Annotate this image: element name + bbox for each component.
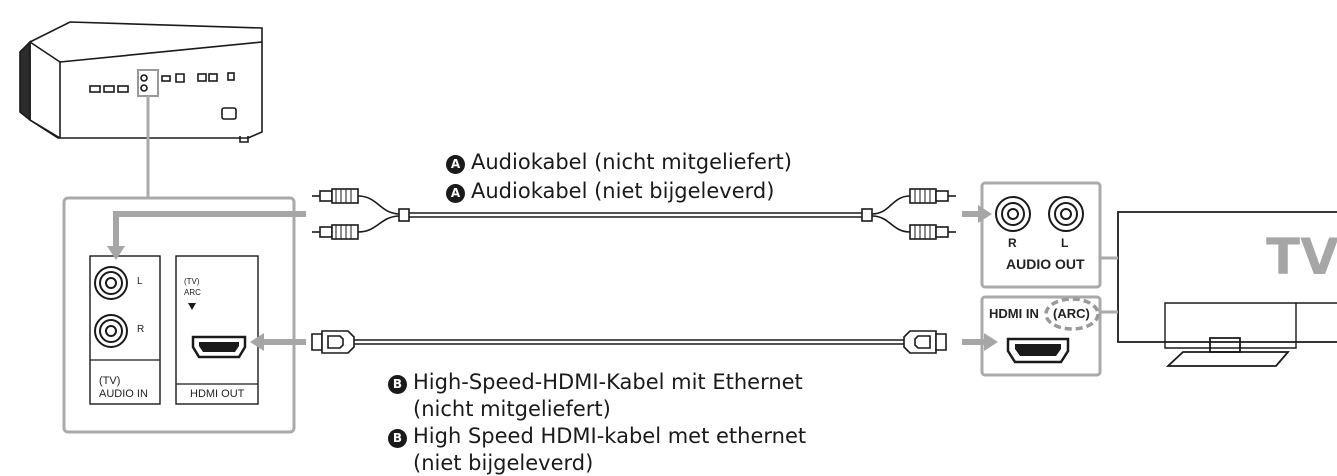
speaker-unit-illustration xyxy=(19,21,263,143)
tv-connector-lines xyxy=(1100,256,1118,314)
badge-a: A xyxy=(446,184,465,203)
badge-a: A xyxy=(446,155,465,174)
audio-in-jack-l xyxy=(94,266,128,300)
arc-highlight xyxy=(1044,297,1100,331)
caption-b-de-line2: (nicht mitgeliefert) xyxy=(413,397,611,421)
hdmi-in-label: HDMI IN xyxy=(989,306,1039,321)
audio-in-label-line1: (TV) xyxy=(99,375,121,387)
arrow-to-audio-in xyxy=(113,211,306,248)
arc-label: (ARC) xyxy=(1053,306,1090,321)
hdmi-out-port xyxy=(191,335,247,359)
device-rear-panel xyxy=(62,196,296,434)
hdmi-out-tv-label: (TV) xyxy=(184,277,200,286)
audio-out-jack-r xyxy=(995,196,1031,232)
tv-jack-r-label: R xyxy=(1008,236,1017,250)
device-jack-l-label: L xyxy=(137,276,143,287)
device-jack-r-label: R xyxy=(137,324,145,335)
badge-b: B xyxy=(388,375,407,394)
tv-label: TV xyxy=(1266,228,1337,286)
audio-in-jack-r xyxy=(94,314,128,348)
hdmi-out-arc-label: ARC xyxy=(184,288,201,297)
audio-in-label-line2: AUDIO IN xyxy=(99,388,148,400)
audio-cable-a xyxy=(312,188,956,240)
audio-out-jack-l xyxy=(1048,196,1084,232)
tv-jack-l-label: L xyxy=(1061,236,1069,250)
hdmi-cable-b xyxy=(311,330,947,354)
tv-illustration xyxy=(1117,211,1337,367)
hdmi-out-label: HDMI OUT xyxy=(190,388,245,400)
caption-b-nl-line2: (niet bijgeleverd) xyxy=(413,451,594,475)
audio-out-label: AUDIO OUT xyxy=(1006,256,1085,272)
badge-b: B xyxy=(388,429,407,448)
hdmi-in-port xyxy=(1006,337,1070,364)
